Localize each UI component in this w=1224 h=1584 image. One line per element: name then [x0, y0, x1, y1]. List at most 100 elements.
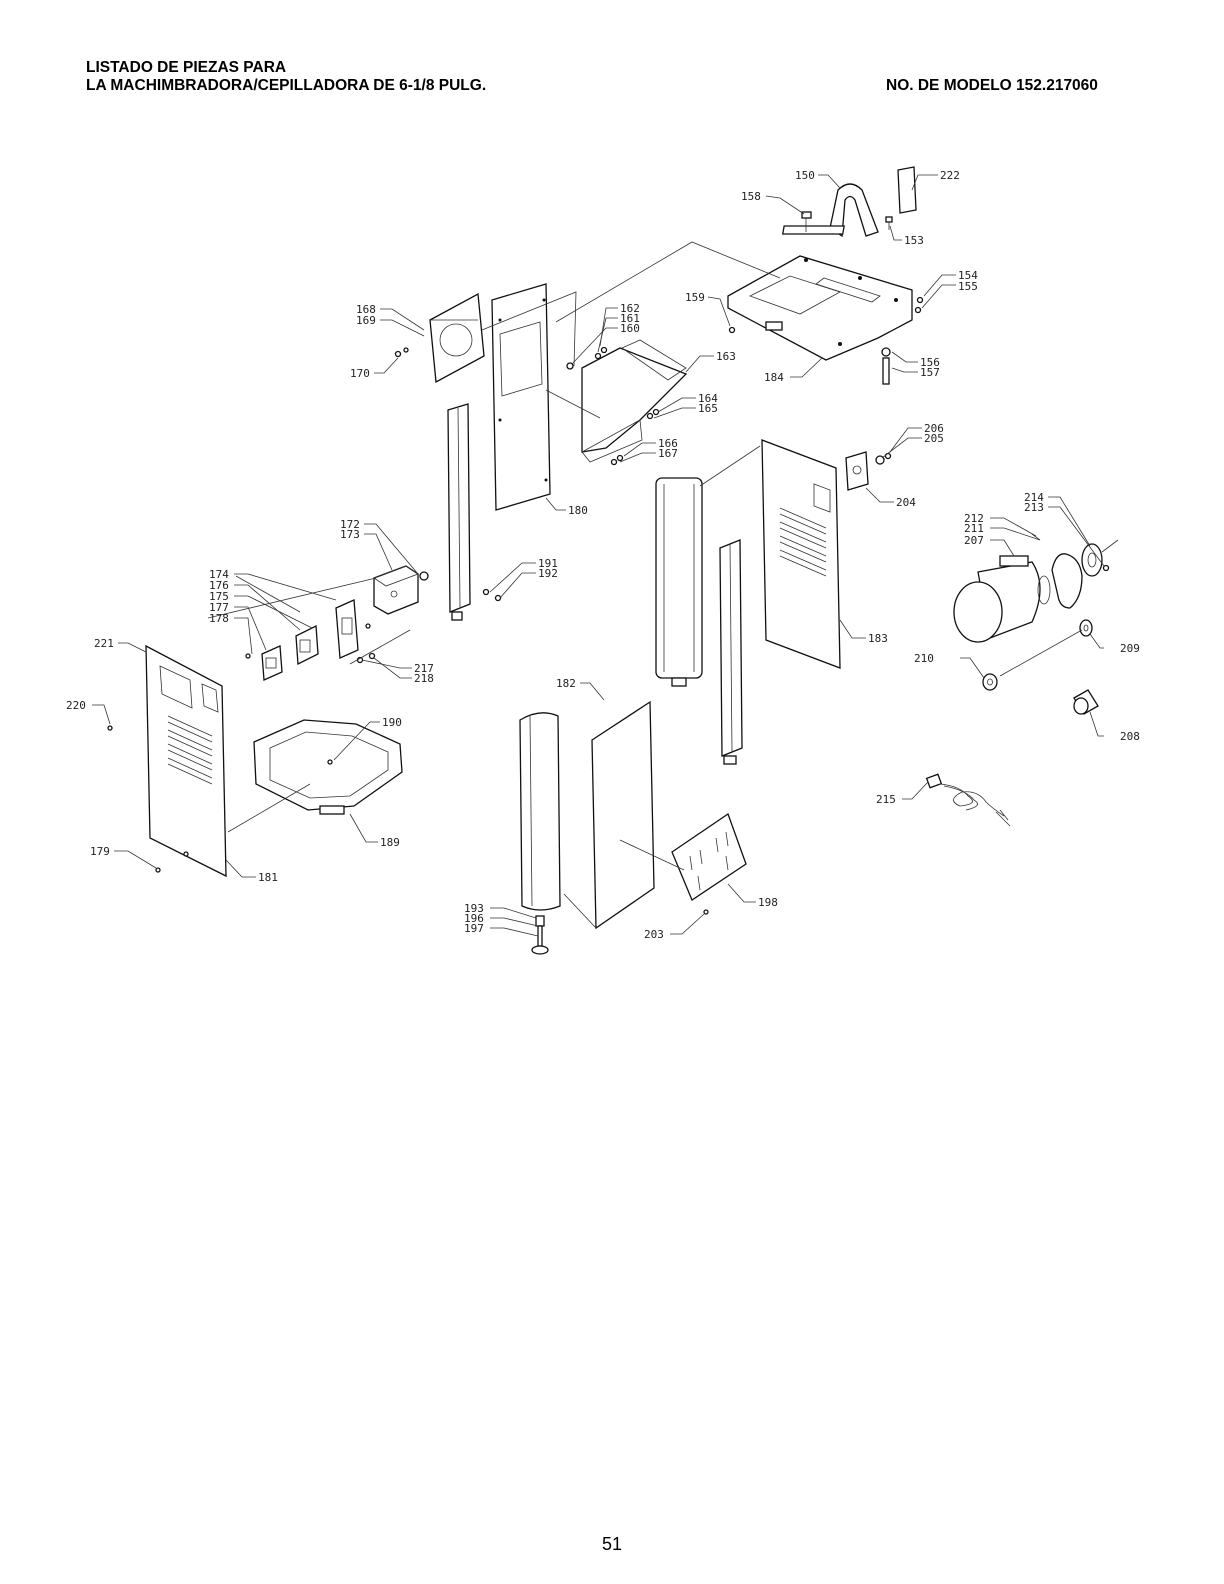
callout-197: 197: [464, 922, 484, 935]
base-tray: [253, 719, 403, 815]
motor-support-plate: [671, 812, 747, 901]
washer-large: [982, 673, 998, 691]
lock-washer: [600, 346, 608, 354]
callout-178: 178: [209, 612, 229, 625]
motor: [953, 555, 1051, 643]
callout-174: 174: [209, 568, 229, 581]
callout-175: 175: [209, 590, 229, 603]
callout-193: 193: [464, 902, 484, 915]
hex-screw: [885, 216, 893, 230]
top-plate: [727, 255, 913, 361]
corner-tube: [655, 477, 703, 687]
callout-217: 217: [414, 662, 434, 675]
callout-153: 153: [904, 234, 924, 247]
callout-164: 164: [698, 392, 718, 405]
mounting-bracket: [781, 183, 879, 238]
callout-172: 172: [340, 518, 360, 531]
parts-list-title-line-2: LA MACHIMBRADORA/CEPILLADORA DE 6-1/8 PU…: [86, 77, 487, 94]
screw: [394, 350, 402, 358]
switch-plate: [845, 451, 869, 491]
washer: [403, 347, 409, 353]
callout-156: 156: [920, 356, 940, 369]
power-cord: [925, 773, 1011, 827]
callout-191: 191: [538, 557, 558, 570]
screw: [703, 909, 709, 915]
switch-box: [373, 565, 419, 615]
callout-150: 150: [795, 169, 815, 182]
callout-196: 196: [464, 912, 484, 925]
side-panel: [591, 700, 655, 930]
callout-154: 154: [958, 269, 978, 282]
nut: [494, 594, 502, 602]
callout-170: 170: [350, 367, 370, 380]
callout-168: 168: [356, 303, 376, 316]
callout-209: 209: [1120, 642, 1140, 655]
callout-203: 203: [644, 928, 664, 941]
callout-180: 180: [568, 504, 588, 517]
strain-relief: [419, 571, 429, 581]
rocker-switch: [295, 624, 319, 666]
right-side-panel: [761, 439, 841, 669]
callout-161: 161: [620, 312, 640, 325]
callout-206: 206: [924, 422, 944, 435]
nut: [914, 306, 922, 314]
screw: [245, 653, 251, 659]
model-number: NO. DE MODELO 152.217060: [886, 77, 1098, 94]
callout-204: 204: [896, 496, 916, 509]
callout-167: 167: [658, 447, 678, 460]
bolt-head: [566, 362, 574, 370]
parts-list-title-line-1: LISTADO DE PIEZAS PARA: [86, 59, 287, 76]
washer-large: [1079, 619, 1093, 637]
washer: [916, 296, 924, 304]
corner-leg: [447, 403, 471, 621]
callout-163: 163: [716, 350, 736, 363]
callout-205: 205: [924, 432, 944, 445]
warning-label: [897, 166, 917, 214]
callout-198: 198: [758, 896, 778, 909]
callout-207: 207: [964, 534, 984, 547]
callout-215: 215: [876, 793, 896, 806]
callout-leaders: [92, 174, 1105, 937]
bracket-screw: [801, 211, 812, 232]
set-screw: [1102, 564, 1110, 572]
callout-155: 155: [958, 280, 978, 293]
motor-pulley: [1081, 539, 1119, 577]
callout-179: 179: [90, 845, 110, 858]
callout-220: 220: [66, 699, 86, 712]
callout-173: 173: [340, 528, 360, 541]
callout-176: 176: [209, 579, 229, 592]
callout-181: 181: [258, 871, 278, 884]
dust-chute-plate: [429, 292, 485, 384]
callout-166: 166: [658, 437, 678, 450]
corner-tube: [519, 712, 561, 911]
callout-159: 159: [685, 291, 705, 304]
motor-mount-bracket: [581, 339, 688, 463]
callout-208: 208: [1120, 730, 1140, 743]
screw: [728, 326, 736, 334]
drive-belt: [1051, 553, 1083, 609]
washer: [646, 412, 654, 420]
callout-211: 211: [964, 522, 984, 535]
callout-183: 183: [868, 632, 888, 645]
callout-182: 182: [556, 677, 576, 690]
cord-clip-pin: [881, 347, 891, 385]
callout-214: 214: [1024, 491, 1044, 504]
callout-177: 177: [209, 601, 229, 614]
screw: [155, 867, 161, 873]
screw: [327, 759, 333, 765]
washer: [482, 588, 490, 596]
callout-165: 165: [698, 402, 718, 415]
foot-leveler: [531, 915, 549, 955]
callout-169: 169: [356, 314, 376, 327]
screw: [368, 652, 376, 660]
callout-213: 213: [1024, 501, 1044, 514]
callout-160: 160: [620, 322, 640, 335]
spacer-sleeve: [1073, 689, 1099, 715]
nut: [652, 408, 660, 416]
callout-190: 190: [382, 716, 402, 729]
switch-key: [261, 645, 283, 681]
callout-157: 157: [920, 366, 940, 379]
callout-labels: 150 222 158 153 154 155 159 156 157 184 …: [66, 169, 1140, 941]
callout-212: 212: [964, 512, 984, 525]
